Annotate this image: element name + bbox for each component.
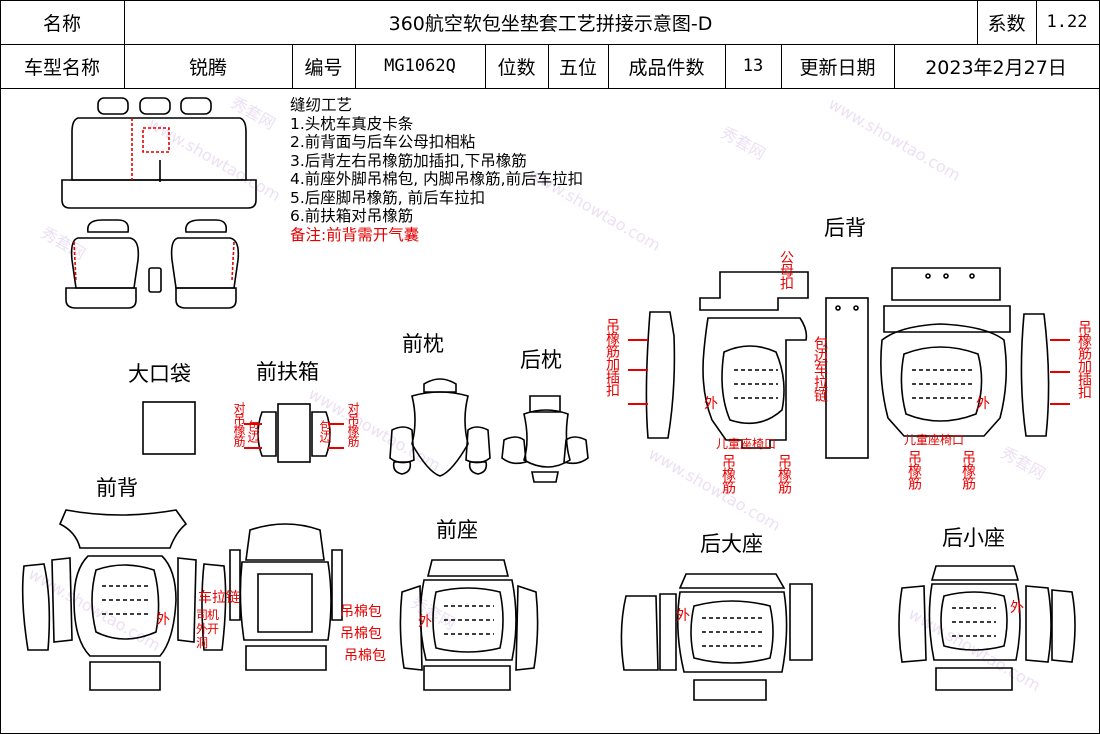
label-front-back: 前背 <box>96 476 138 500</box>
annotation-edge-wrap: 包边 <box>318 420 332 442</box>
annotation-hang-elastic: 吊橡筋 <box>720 454 736 493</box>
annotation-child-seat: 儿童座椅口 <box>716 437 777 451</box>
process-step: 2.前背面与后车公母扣相粘 <box>290 133 476 151</box>
pieces-label: 成品件数 <box>608 44 726 88</box>
label-rear-big-seat: 后大座 <box>700 532 763 556</box>
process-steps: 缝纫工艺 1.头枕车真皮卡条 2.前背面与后车公母扣相粘 3.后背左右吊橡筋加插… <box>290 96 583 244</box>
coef-value: 1.22 <box>1046 12 1088 32</box>
name-label: 名称 <box>0 0 125 44</box>
annotation-hang-elastic-buckle: 吊橡筋加插扣 <box>1076 320 1092 398</box>
model-label: 车型名称 <box>0 44 125 88</box>
label-rear-small-seat: 后小座 <box>942 526 1005 550</box>
annotation-edge-wrap: 包边 <box>246 420 260 442</box>
pieces-value: 13 <box>725 44 782 88</box>
annotation-pair-hang-elastic: 对吊橡筋 <box>232 402 246 446</box>
process-step: 3.后背左右吊橡筋加插扣,下吊橡筋 <box>290 151 527 170</box>
code-label: 编号 <box>292 44 356 88</box>
annotation-pair-hang-elastic: 对吊橡筋 <box>346 402 360 446</box>
annotation-outer: 外 <box>976 396 990 412</box>
rear-back-left-pieces <box>628 271 869 459</box>
code-value: MG1062Q <box>355 44 486 88</box>
rear-big-seat-pieces <box>620 573 813 701</box>
label-rear-headrest: 后枕 <box>520 348 562 372</box>
annotation-hang-elastic: 吊橡筋 <box>906 450 922 489</box>
annotation-edge-zipper: 包边车拉链 <box>812 336 828 401</box>
process-step: 4.前座外脚吊棉包, 内脚吊橡筋,前后车拉扣 <box>290 170 584 188</box>
label-front-armrest: 前扶箱 <box>256 360 319 384</box>
annotation-male-female-buckle: 公母扣 <box>778 250 794 289</box>
process-step: 6.前扶箱对吊橡筋 <box>290 207 414 225</box>
rear-back-right-pieces <box>880 267 1070 437</box>
document-title: 360航空软包坐垫套工艺拼接示意图-D <box>124 0 978 44</box>
car-overview-rear <box>61 97 257 209</box>
annotation-outer: 外 <box>156 612 170 628</box>
annotation-cotton-pad: 吊棉包 <box>340 604 382 620</box>
date-label: 更新日期 <box>781 44 895 88</box>
annotation-hang-elastic: 吊橡筋 <box>960 450 976 489</box>
annotation-cotton-pad: 吊棉包 <box>344 648 386 664</box>
annotation-airbag-opening: 司机外开洞 <box>196 608 219 650</box>
process-step: 5.后座脚吊橡筋, 前后车拉扣 <box>290 188 486 207</box>
annotation-hang-elastic: 吊橡筋 <box>776 454 792 493</box>
label-front-seat: 前座 <box>436 518 478 542</box>
annotation-outer: 外 <box>418 614 432 630</box>
annotation-outer: 外 <box>1010 600 1024 616</box>
label-rear-back: 后背 <box>824 216 866 240</box>
big-pocket-piece <box>142 401 196 455</box>
seats-value: 五位 <box>548 44 609 88</box>
annotation-hang-elastic-buckle: 吊橡筋加插扣 <box>604 318 620 396</box>
annotation-outer: 外 <box>676 608 690 624</box>
header-row-1: 名称 360航空软包坐垫套工艺拼接示意图-D 系数 1.22 <box>0 0 1100 45</box>
front-seat-pieces <box>399 559 539 691</box>
label-big-pocket: 大口袋 <box>128 362 191 386</box>
header-row-2: 车型名称 锐腾 编号 MG1062Q 位数 五位 成品件数 13 更新日期 20… <box>0 44 1100 89</box>
front-back-pieces <box>21 509 343 691</box>
model-value: 锐腾 <box>124 44 293 88</box>
annotation-cotton-pad: 吊棉包 <box>340 626 382 642</box>
rear-headrest-pieces <box>501 395 589 483</box>
seats-label: 位数 <box>485 44 549 88</box>
car-overview-front <box>65 219 240 309</box>
annotation-outer: 外 <box>704 396 718 412</box>
annotation-child-seat: 儿童座椅口 <box>904 433 965 447</box>
coef-label: 系数 <box>977 0 1037 44</box>
label-front-headrest: 前枕 <box>402 332 444 356</box>
process-heading: 缝纫工艺 <box>290 96 353 114</box>
front-armrest-pieces <box>244 403 344 463</box>
date-value: 2023年2月27日 <box>925 56 1067 79</box>
rear-small-seat-pieces <box>898 565 1076 691</box>
process-note: 备注:前背需开气囊 <box>290 225 420 244</box>
process-step: 1.头枕车真皮卡条 <box>290 114 414 133</box>
front-headrest-pieces <box>389 378 491 477</box>
annotation-zipper: 车拉链 <box>198 590 240 606</box>
